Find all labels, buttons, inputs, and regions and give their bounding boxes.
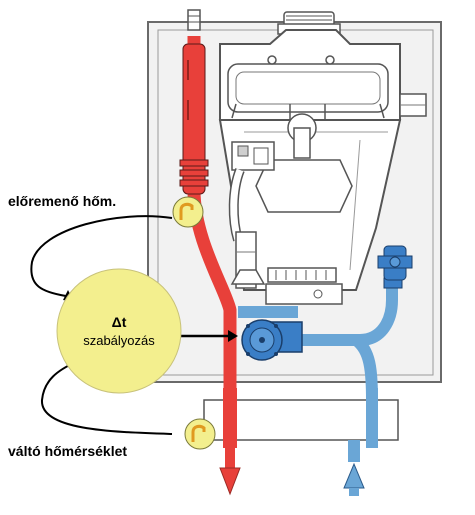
thermometer-icon xyxy=(179,202,194,220)
flow-sensor xyxy=(172,196,204,228)
thermometer-icon xyxy=(191,424,206,442)
fan xyxy=(255,113,353,213)
flow-sensor-label: előremenő hőm. xyxy=(8,193,117,209)
burner xyxy=(230,231,266,289)
return-sensor-label: váltó hőmérséklet xyxy=(8,443,128,459)
arrow-up-icon xyxy=(343,462,365,496)
pump-icon xyxy=(241,319,303,361)
delta-t-label: Δt xyxy=(111,314,127,330)
air-vent xyxy=(187,9,201,31)
arrow-down-icon xyxy=(219,448,241,496)
control-label: szabályozás xyxy=(83,333,155,348)
flow-pipe xyxy=(179,36,237,448)
heat-exchanger xyxy=(219,29,401,121)
side-fitting xyxy=(399,93,427,117)
return-valve xyxy=(377,245,413,281)
electronics-strip xyxy=(265,267,343,305)
delta-t-controller xyxy=(56,268,182,394)
return-pipe xyxy=(238,277,403,462)
return-sensor xyxy=(184,418,216,450)
